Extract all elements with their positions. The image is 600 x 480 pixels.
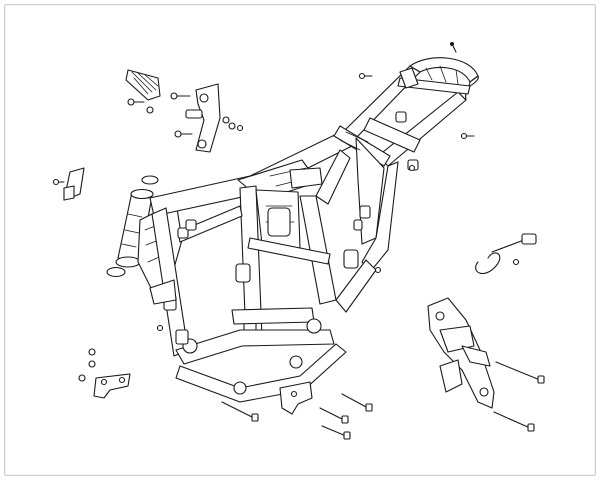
- skid-bracket: [279, 381, 313, 415]
- bearing-cup-lower: [106, 266, 126, 278]
- left-bracket: [52, 167, 85, 201]
- lower-cradle: [163, 295, 347, 403]
- cross-member: [247, 237, 331, 265]
- head-tube: [115, 188, 154, 268]
- engine-mount-bracket: [427, 297, 495, 409]
- long-bolts-bottom: [221, 393, 373, 440]
- small-bolts-top-left: [127, 92, 244, 138]
- footpeg-bracket: [185, 83, 221, 153]
- lower-mount-plate: [93, 373, 131, 399]
- bearing-cup-upper: [141, 175, 159, 185]
- wire-harness: [475, 233, 537, 275]
- rear-downtubes: [299, 137, 399, 313]
- seat-clip: [358, 42, 475, 172]
- small-nuts-bottom-left: [78, 348, 96, 382]
- engine-mount-bolts: [493, 361, 545, 432]
- main-frame: [115, 57, 479, 403]
- seat-rails: [333, 57, 479, 167]
- footpeg-part: [125, 69, 161, 101]
